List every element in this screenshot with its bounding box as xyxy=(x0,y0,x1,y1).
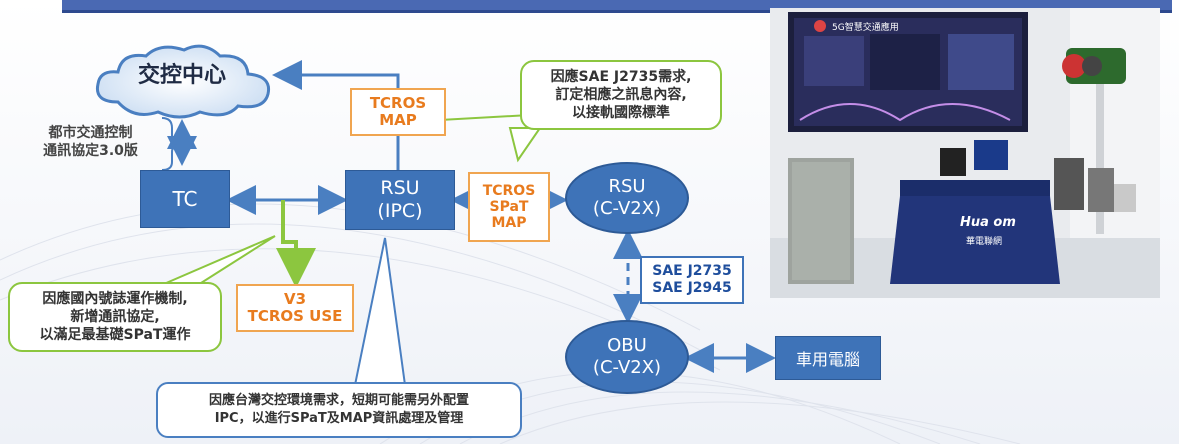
tcros-spat-map-label: TCROS SPaT MAP xyxy=(468,172,550,242)
tc-node: TC xyxy=(140,170,230,228)
tcros-map-label: TCROS MAP xyxy=(350,88,446,136)
sae-callout: 因應SAE J2735需求, 訂定相應之訊息內容, 以接軌國際標準 xyxy=(520,60,722,130)
taiwan-callout: 因應台灣交控環境需求，短期可能需另外配置 IPC，以進行SPaT及MAP資訊處理… xyxy=(156,382,522,438)
domestic-callout: 因應國內號誌運作機制, 新增通訊協定, 以滿足最基礎SPaT運作 xyxy=(8,282,222,352)
sae-callout-tail xyxy=(508,127,542,163)
rsu-ipc-node: RSU (IPC) xyxy=(345,170,455,230)
car-computer-node: 車用電腦 xyxy=(775,336,881,380)
v3-tcros-use-label: V3 TCROS USE xyxy=(236,284,354,332)
poster-title: 5G智慧交通應用 xyxy=(832,21,899,33)
sae-standards-label: SAE J2735 SAE J2945 xyxy=(640,256,744,304)
protocol-brace xyxy=(161,117,179,171)
photo-logo-sub: 華電聯網 xyxy=(966,235,1002,247)
cloud-shape xyxy=(95,44,271,119)
control-center-label: 交控中心 xyxy=(137,63,226,88)
v3-green-arrow xyxy=(276,200,316,288)
rsu-cv2x-node: RSU (C-V2X) xyxy=(565,162,689,234)
sae-callout-pointer xyxy=(439,114,531,121)
exhibit-photo: 5G智慧交通應用 Hua om 華電聯網 xyxy=(770,8,1160,298)
obu-cv2x-node: OBU (C-V2X) xyxy=(565,320,689,394)
exhibit-photo-illustration: 5G智慧交通應用 Hua om 華電聯網 xyxy=(770,8,1160,298)
rsu-center-arrow xyxy=(272,60,400,170)
protocol-note: 都市交通控制 通訊協定3.0版 xyxy=(43,125,138,159)
taiwan-callout-tail xyxy=(353,237,407,386)
photo-logo-text: Hua om xyxy=(960,215,1016,230)
